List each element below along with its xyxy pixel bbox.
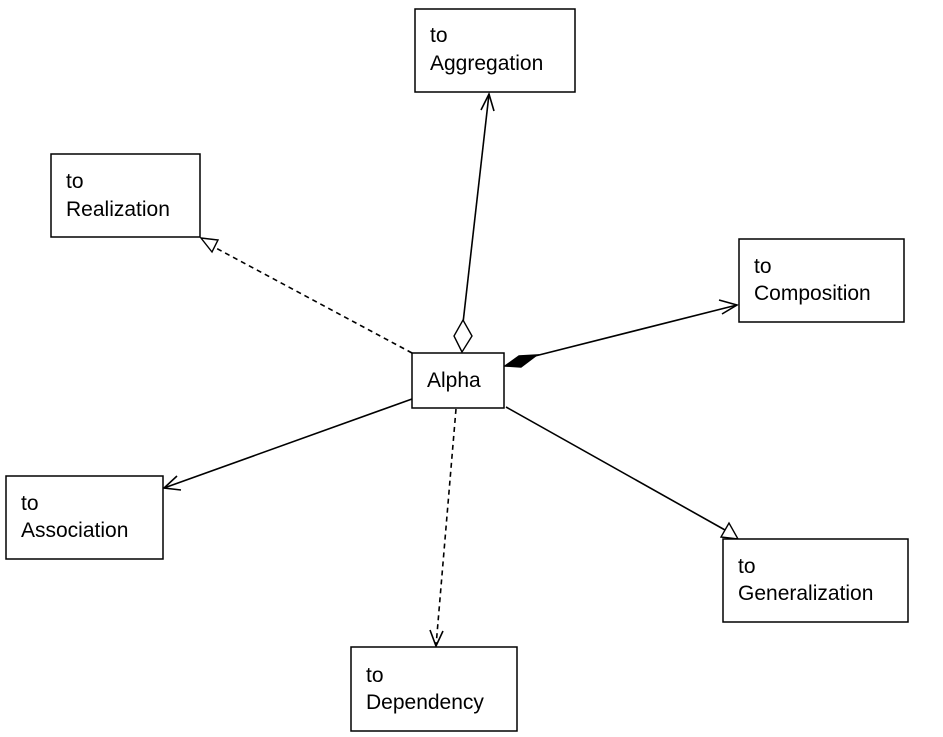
generalization-edge[interactable] xyxy=(505,406,740,540)
edges xyxy=(162,91,740,649)
node-composition-line1: to xyxy=(754,255,772,278)
node-generalization-line2: Generalization xyxy=(738,582,873,605)
dependency-arrowhead-icon xyxy=(429,629,444,649)
dependency-edge[interactable] xyxy=(429,408,457,649)
node-dependency-line1: to xyxy=(366,664,384,687)
node-realization-line1: to xyxy=(66,170,84,193)
realization-edge[interactable] xyxy=(199,237,413,354)
node-composition-line2: Composition xyxy=(754,282,871,305)
node-association[interactable]: to Association xyxy=(5,475,164,560)
node-dependency-line2: Dependency xyxy=(366,691,484,714)
node-realization[interactable]: to Realization xyxy=(50,153,201,238)
aggregation-edge[interactable] xyxy=(453,91,495,354)
aggregation-arrowhead-icon xyxy=(480,91,495,112)
aggregation-diamond-icon xyxy=(453,318,473,354)
node-realization-line2: Realization xyxy=(66,198,170,221)
generalization-triangle-icon xyxy=(719,521,740,540)
realization-triangle-icon xyxy=(199,237,220,254)
association-edge[interactable] xyxy=(162,398,413,491)
node-generalization[interactable]: to Generalization xyxy=(722,538,909,623)
node-generalization-line1: to xyxy=(738,555,756,578)
association-arrowhead-icon xyxy=(162,475,182,491)
node-aggregation[interactable]: to Aggregation xyxy=(414,8,576,93)
node-composition[interactable]: to Composition xyxy=(738,238,905,323)
node-association-line1: to xyxy=(21,492,39,515)
composition-diamond-icon xyxy=(502,354,540,368)
node-aggregation-line1: to xyxy=(430,24,448,47)
node-association-line2: Association xyxy=(21,519,128,542)
composition-arrowhead-icon xyxy=(718,299,740,315)
node-alpha-label: Alpha xyxy=(427,369,481,392)
node-alpha[interactable]: Alpha xyxy=(411,352,505,409)
composition-edge[interactable] xyxy=(502,299,740,368)
node-dependency[interactable]: to Dependency xyxy=(350,646,518,732)
node-aggregation-line2: Aggregation xyxy=(430,52,543,75)
